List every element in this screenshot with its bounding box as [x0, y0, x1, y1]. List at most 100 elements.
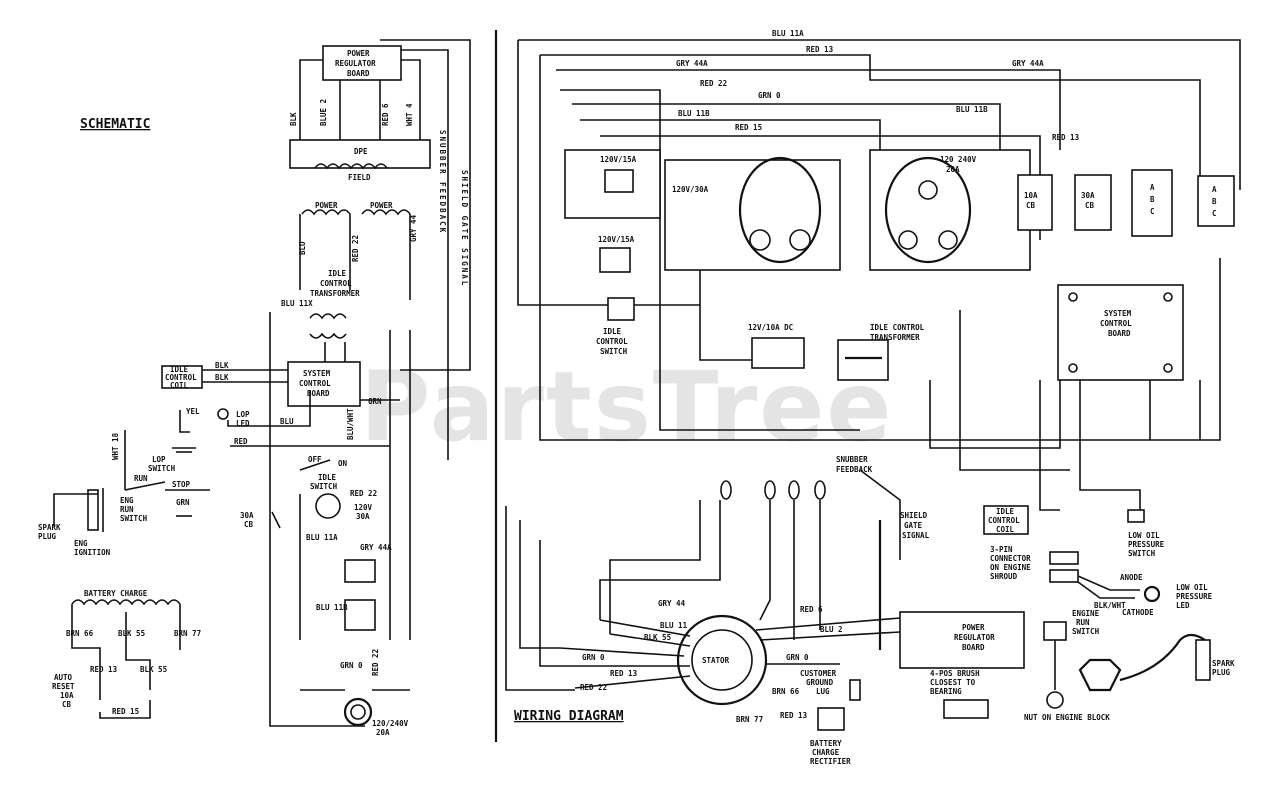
- spark-plug-line2: PLUG: [38, 532, 57, 541]
- wire-label-brn77: BRN 77: [174, 629, 201, 638]
- stator-label: STATOR: [702, 656, 730, 665]
- lop-switch-w-line2: PRESSURE: [1128, 540, 1165, 549]
- auto-reset-line2: RESET: [52, 682, 75, 691]
- spark-plug-w-line1: SPARK: [1212, 659, 1235, 668]
- eng-switch-w-line2: RUN: [1076, 618, 1090, 627]
- idle-coil-w-line1: IDLE: [996, 507, 1015, 516]
- field-label: FIELD: [348, 173, 371, 182]
- wire-label-grn0: GRN 0: [340, 661, 363, 670]
- shield-w-line3: SIGNAL: [902, 531, 930, 540]
- stator-wire-red6: RED 6: [800, 605, 823, 614]
- wiring-idle-control-coil: [983, 505, 1029, 535]
- stator-wire-blu11: BLU 11: [660, 621, 688, 630]
- wire-label-red-a: RED: [234, 437, 248, 446]
- ground-lug-line3: LUG: [816, 687, 830, 696]
- scb-line3: BOARD: [307, 389, 330, 398]
- wiring-cb-abc-2: [1197, 175, 1235, 227]
- scb-w-line2: CONTROL: [1100, 319, 1132, 328]
- brush-line2: CLOSEST TO: [930, 678, 976, 687]
- ground-lug-line2: GROUND: [806, 678, 834, 687]
- idle-transformer-line3: TRANSFORMER: [310, 289, 360, 298]
- lop-led-line1: LOP: [236, 410, 250, 419]
- eng-switch-line2: RUN: [120, 505, 134, 514]
- schematic-prb-line2: REGULATOR: [335, 59, 376, 68]
- idle-coil-line1: IDLE: [170, 365, 189, 374]
- eng-switch-w-line1: ENGINE: [1072, 609, 1100, 618]
- lop-led-line2: LED: [236, 419, 250, 428]
- wire-label-blk-c: BLK: [215, 373, 229, 382]
- top-wire-blu11b-a: BLU 11B: [678, 109, 710, 118]
- cb30-line1: 30A: [240, 511, 254, 520]
- scb-w-line3: BOARD: [1108, 329, 1131, 338]
- dc-receptacle-label: 12V/10A DC: [748, 323, 793, 332]
- ground-lug-line1: CUSTOMER: [800, 669, 837, 678]
- cb-abc1-a: A: [1150, 183, 1155, 192]
- wire-label-red6: RED 6: [381, 103, 390, 126]
- wiring-cb-10a: [1017, 174, 1053, 231]
- brush-line1: 4-POS BRUSH: [930, 669, 980, 678]
- wire-label-grn-b: GRN: [176, 498, 190, 507]
- cb-abc2-c: C: [1212, 209, 1217, 218]
- wiring-stator: [676, 614, 768, 706]
- outlet-box-a: [344, 559, 376, 583]
- wiring-receptacle-120-240v: [869, 149, 1031, 271]
- stator-wire-blk55: BLK 55: [644, 633, 671, 642]
- wiring-cb-abc-1: [1131, 169, 1173, 237]
- connector-line1: 3-PIN: [990, 545, 1013, 554]
- prb-w-line3: BOARD: [962, 643, 985, 652]
- rec-120-30-label: 120V/30A: [672, 185, 709, 194]
- schematic-idle-control-coil: [161, 365, 203, 389]
- nut-on-engine-block-label: NUT ON ENGINE BLOCK: [1024, 713, 1110, 722]
- stator-wire-brn66: BRN 66: [772, 687, 800, 696]
- prb-w-line2: REGULATOR: [954, 633, 995, 642]
- idle-coil-line3: COIL: [170, 381, 189, 390]
- wiring-idle-control-switch: [607, 297, 635, 321]
- wire-label-brn66: BRN 66: [66, 629, 94, 638]
- wire-label-blu11b: BLU 11B: [316, 603, 348, 612]
- wiring-diagram-title: WIRING DIAGRAM: [514, 709, 624, 724]
- watermark: PartsTree: [360, 351, 893, 463]
- r120-30-line2: 30A: [356, 512, 370, 521]
- lop-switch-w-line1: LOW OIL: [1128, 531, 1160, 540]
- receptacle-120v-30a-icon: [315, 493, 341, 519]
- prb-w-line1: POWER: [962, 623, 985, 632]
- snubber-feedback-vertical: SNUBBER FEEDBACK: [438, 130, 447, 234]
- wiring-power-regulator-board: [899, 611, 1025, 669]
- wire-label-blk-b: BLK: [215, 361, 229, 370]
- eng-switch-line1: ENG: [120, 496, 134, 505]
- schematic-system-control-board: [287, 361, 361, 407]
- dpe-field-box: [289, 139, 431, 169]
- power-left-label: POWER: [315, 201, 338, 210]
- shield-w-line1: SHIELD: [900, 511, 928, 520]
- cb-abc1-b: B: [1150, 195, 1155, 204]
- ignition-coil: [87, 489, 99, 531]
- shield-w-line2: GATE: [904, 521, 923, 530]
- cb30a-line2: CB: [1085, 201, 1095, 210]
- low-oil-led-icon: [1143, 585, 1161, 603]
- wire-label-red15: RED 15: [112, 707, 139, 716]
- wire-label-blu-wht: BLU/WHT: [346, 408, 355, 440]
- top-wire-red15: RED 15: [735, 123, 762, 132]
- wire-label-blu11x: BLU 11X: [281, 299, 313, 308]
- cb10a-line2: CB: [1026, 201, 1036, 210]
- eng-ignition-line2: IGNITION: [74, 548, 111, 557]
- connector-line4: SHROUD: [990, 572, 1018, 581]
- stator-wire-red13-b: RED 13: [780, 711, 808, 720]
- wiring-receptacle-120v-15a-bottom: [599, 247, 631, 273]
- wiring-brush-connector: [943, 699, 989, 719]
- wiring-3pin-connector-bottom: [1049, 569, 1079, 583]
- lop-switch-w-line3: SWITCH: [1128, 549, 1156, 558]
- snubber-w-line2: FEEDBACK: [836, 465, 873, 474]
- wiring-diagram-section: WIRING DIAGRAM BLU 11A RED 13 GRY 44A RE…: [505, 29, 1241, 766]
- stop-label: STOP: [172, 480, 191, 489]
- power-right-label: POWER: [370, 201, 393, 210]
- cathode-label: CATHODE: [1122, 608, 1154, 617]
- r240-line1: 120/240V: [372, 719, 409, 728]
- rectifier-line3: RECTIFIER: [810, 757, 851, 766]
- idle-coil-w-line2: CONTROL: [988, 516, 1020, 525]
- r120-30-line1: 120V: [354, 503, 373, 512]
- battery-charge-label: BATTERY CHARGE: [84, 589, 148, 598]
- wire-label-wht4: WHT 4: [405, 103, 414, 126]
- stator-wire-gry44: GRY 44: [658, 599, 686, 608]
